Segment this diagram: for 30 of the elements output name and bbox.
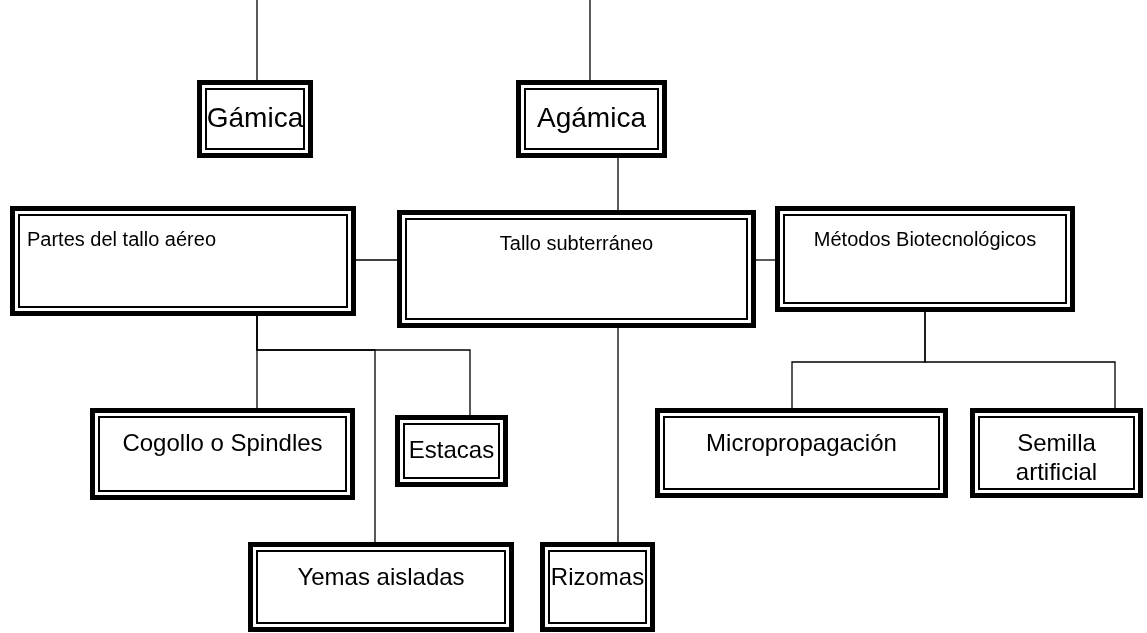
node-label: Estacas	[408, 436, 495, 465]
node-label: Rizomas	[550, 563, 645, 592]
connector-line	[256, 315, 376, 543]
process-box	[516, 80, 667, 158]
node-label: Yemas aisladas	[297, 563, 465, 592]
connector-line	[755, 259, 776, 261]
process-box	[970, 408, 1143, 498]
connector-line	[589, 0, 591, 81]
process-box	[90, 408, 355, 500]
node-label: Gámica	[206, 101, 304, 135]
node-label: Agámica	[537, 101, 646, 135]
process-box	[197, 80, 313, 158]
node-label: Tallo subterráneo	[499, 231, 654, 255]
connector-line	[924, 311, 1116, 409]
connector-line	[617, 327, 619, 543]
connector-line	[617, 157, 619, 211]
node-label: Partes del tallo aéreo	[27, 227, 216, 251]
process-box	[655, 408, 948, 498]
process-box	[775, 206, 1075, 312]
process-box	[395, 415, 508, 487]
process-box	[10, 206, 356, 316]
connector-line	[256, 0, 258, 81]
node-label: Cogollo o Spindles	[122, 429, 323, 458]
process-box	[540, 542, 655, 632]
node-label: Métodos Biotecnológicos	[813, 227, 1037, 251]
connector-line	[355, 259, 398, 261]
process-box	[248, 542, 514, 632]
node-label: Semilla artificial	[1014, 429, 1099, 487]
node-label: Micropropagación	[706, 429, 897, 458]
process-box	[397, 210, 756, 328]
